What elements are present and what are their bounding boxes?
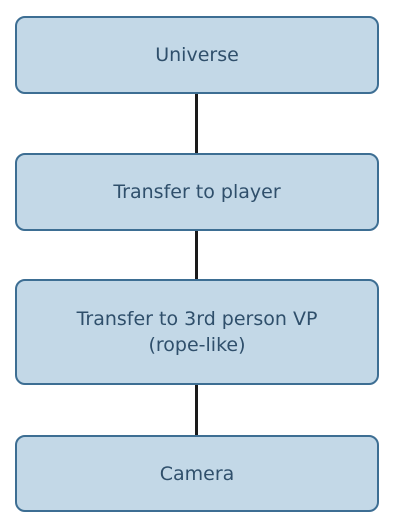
- node-label: Universe: [155, 44, 239, 66]
- node-transfer-to-3rd-person-vp: Transfer to 3rd person VP (rope-like): [15, 279, 379, 385]
- connector-3rd-person-to-camera: [195, 384, 198, 436]
- connector-universe-to-player: [195, 94, 198, 154]
- node-universe: Universe: [15, 16, 379, 94]
- node-label: Transfer to 3rd person VP (rope-like): [76, 308, 318, 356]
- node-transfer-to-player: Transfer to player: [15, 153, 379, 231]
- node-label: Camera: [159, 462, 235, 485]
- connector-player-to-3rd-person: [195, 230, 198, 280]
- node-label: Transfer to player: [113, 181, 281, 203]
- node-camera: Camera: [15, 435, 379, 512]
